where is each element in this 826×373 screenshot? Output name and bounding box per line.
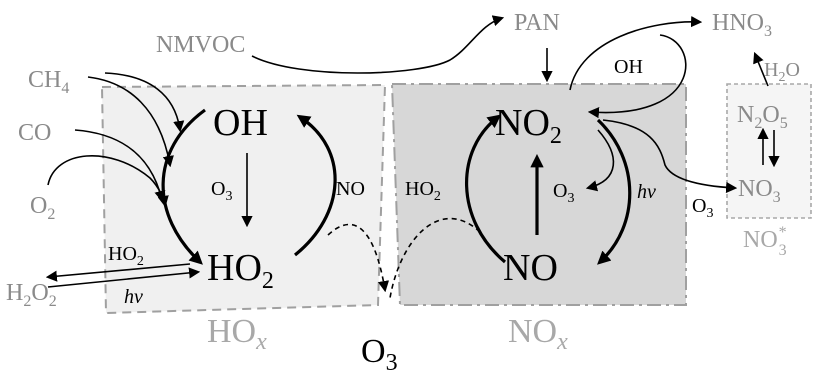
no3-label: NO3: [738, 176, 781, 206]
ch4-to-cycle-arrow: [87, 76, 174, 168]
co-to-cycle-arrow: [74, 129, 166, 203]
nmvoc-label: NMVOC: [156, 32, 245, 58]
hox-region-label: HOx: [207, 313, 267, 355]
ho2-to-oh-right-arrow: [293, 114, 337, 257]
nox-star-region-label: NO*3: [743, 224, 787, 259]
ho2-to-h2o2-arrow: [45, 263, 191, 282]
h2o2-to-ho2-arrow: [47, 267, 201, 288]
o2-label: O2: [30, 193, 55, 223]
no2-to-no-right-arrow: [596, 118, 632, 265]
hox-o3-label: O3: [211, 178, 232, 204]
hox-no-label: NO: [336, 178, 365, 200]
no-label: NO: [503, 247, 558, 289]
hox-region: [100, 83, 387, 315]
no2-label: NO2: [495, 102, 562, 149]
nmvoc-to-oh-arrow: [104, 72, 185, 133]
ho2-label: HO2: [207, 247, 274, 294]
nmvoc-to-pan-arrow: [251, 15, 505, 74]
co-label: CO: [18, 120, 51, 146]
nox-o3-label: O3: [553, 180, 574, 206]
no-to-no2-left-arrow: [465, 114, 507, 264]
no2-to-hno3-arrow: [569, 16, 703, 91]
oh-label: OH: [213, 102, 268, 144]
ozone-label: O3: [361, 333, 398, 373]
nox-o3-branch-arrow: [585, 129, 615, 192]
ozone-formation-dashed: [327, 223, 390, 293]
oh-to-ho2-left-arrow: [161, 108, 206, 265]
n2o5-to-hno3-arrow: [753, 51, 769, 87]
n2o5-label: N2O5: [737, 102, 788, 132]
hno3-label: HNO3: [712, 10, 772, 40]
nox-star-region: [726, 83, 812, 219]
oh-loop-arrow: [587, 34, 687, 119]
ho2-small-label: HO2: [108, 243, 144, 269]
h2o2-label: H2O2: [6, 280, 57, 310]
nox-oh-label: OH: [614, 56, 643, 78]
pan-label: PAN: [514, 10, 560, 36]
ozone-formation-dashed-right: [389, 217, 481, 299]
hv-right-label: hν: [637, 181, 656, 203]
h2o-label: H2O: [764, 59, 800, 85]
ch4-label: CH4: [28, 67, 69, 97]
no2-to-no3-arrow: [602, 119, 738, 194]
nox-region-label: NOx: [508, 313, 568, 355]
right-box-o3-label: O3: [692, 195, 713, 221]
hv-left-label: hν: [124, 286, 143, 308]
nox-ho2-label: HO2: [405, 178, 441, 204]
